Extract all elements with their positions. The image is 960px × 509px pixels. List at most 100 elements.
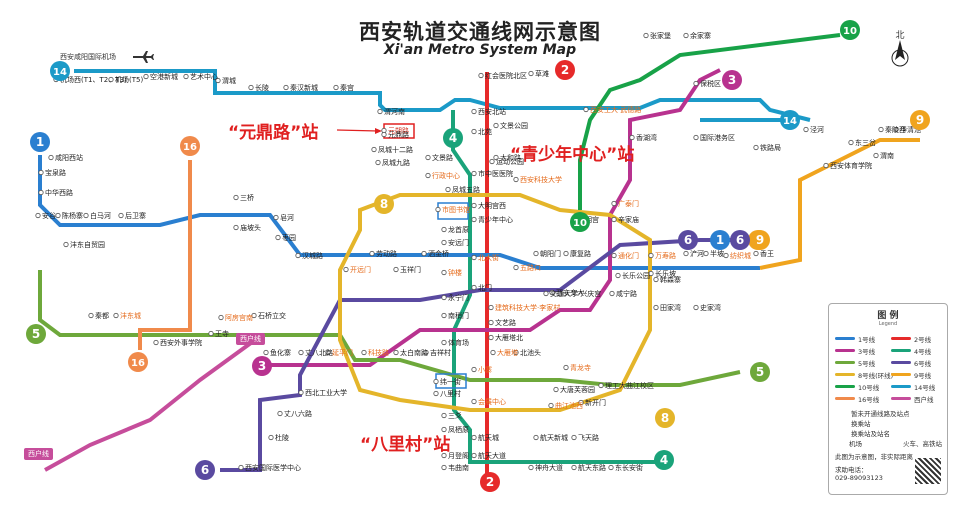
- xihu-badge-terminal: 西户线: [24, 448, 53, 460]
- station-dot-s51: [490, 349, 496, 356]
- station-dot-s132: [488, 319, 494, 326]
- station-dot-s27: [441, 312, 447, 319]
- station-dot-s2: [108, 76, 114, 83]
- station-label-s4: 艺术中心: [190, 72, 218, 81]
- svg-text:10: 10: [573, 218, 587, 229]
- station-label-s69: 劳动路: [376, 249, 397, 258]
- station-dot-s35: [441, 464, 447, 471]
- station-dot-s100: [441, 452, 447, 459]
- station-label-s110: 庙坡头: [240, 223, 261, 232]
- station-label-s29: 小寨: [478, 365, 492, 374]
- legend-swatch: [891, 361, 911, 364]
- north-arrow-icon: [891, 40, 909, 67]
- svg-text:9: 9: [756, 233, 764, 247]
- station-dot-s8: [333, 84, 339, 91]
- legend-title: 图 例: [877, 311, 899, 321]
- station-label-s19: 凤城五路: [452, 185, 480, 194]
- station-label-s10: 西安北站: [478, 107, 506, 116]
- station-dot-s125: [615, 272, 621, 279]
- station-dot-s89: [381, 131, 387, 138]
- station-label-s28: 体育场: [448, 338, 469, 347]
- station-dot-s24: [471, 254, 477, 261]
- legend-line-label: 9号线: [914, 372, 932, 380]
- station-dot-s3: [143, 73, 149, 80]
- legend-line-label: 3号线: [858, 348, 876, 356]
- station-label-s8: 秦宫: [340, 83, 354, 92]
- station-label-s91: 大唐芙蓉园: [560, 385, 595, 394]
- station-dot-s129: [611, 200, 617, 207]
- station-label-s31: 会展中心: [478, 397, 506, 406]
- svg-text:16: 16: [131, 358, 145, 369]
- legend-swatch: [835, 349, 855, 352]
- station-label-s77: 长乐坡: [655, 269, 676, 278]
- station-label-s84: 石桥立交: [258, 311, 286, 320]
- legend-hotline: 029-89093123: [835, 474, 883, 482]
- station-dot-s26: [441, 294, 447, 301]
- station-label-s26: 永宁门: [448, 293, 469, 302]
- svg-text:14: 14: [783, 116, 797, 127]
- airport-label: 西安咸阳国际机场: [60, 53, 116, 61]
- station-label-s90: 韩森寨: [660, 275, 681, 284]
- station-label-s117: 西安交大: [556, 288, 584, 297]
- legend-subtitle: Legend: [878, 321, 898, 327]
- station-label-s100: 月登阁: [448, 451, 469, 460]
- station-dot-s57: [38, 189, 44, 196]
- line-badge-2: 2: [480, 472, 500, 492]
- station-label-s70: 玉祥门: [400, 265, 421, 274]
- svg-text:4: 4: [449, 131, 457, 145]
- station-label-s82: 沣东城: [120, 311, 141, 320]
- station-dot-s10: [471, 108, 477, 115]
- station-label-s64: 三桥: [240, 193, 254, 202]
- station-label-s97: 东长安街: [615, 463, 643, 472]
- station-label-s52: 北池头: [520, 348, 541, 357]
- station-label-s85: 王寺: [215, 330, 229, 338]
- station-dot-s90: [653, 276, 659, 283]
- legend-misc-label: 换乘站: [851, 420, 871, 428]
- map-title: 西安轨道交通线网示意图: [359, 20, 601, 44]
- line-badge-6: 6: [195, 460, 215, 480]
- station-label-s24: 北大街: [478, 253, 499, 262]
- station-label-s14: 凤城九路: [382, 158, 410, 167]
- station-dot-s7: [283, 84, 289, 91]
- line-badge-3: 3: [252, 356, 272, 376]
- station-label-s108: 国际港务区: [700, 133, 735, 142]
- station-label-s125: 长乐公园: [622, 271, 650, 280]
- station-label-s15: 文景路: [432, 153, 453, 162]
- station-label-s89: 元鼎路: [388, 130, 409, 139]
- station-dot-s121: [488, 334, 494, 341]
- station-label-s40: 张家堡: [650, 31, 671, 40]
- station-dot-s40: [643, 32, 649, 39]
- station-dots: [35, 32, 899, 471]
- station-label-s131: 北门: [478, 283, 492, 292]
- svg-text:8: 8: [661, 411, 669, 425]
- line-badge-5: 5: [26, 324, 46, 344]
- station-label-s27: 南稍门: [448, 311, 469, 320]
- line-badge-1: 1: [710, 230, 730, 250]
- station-dot-s97: [608, 464, 614, 471]
- svg-text:2: 2: [486, 475, 494, 489]
- station-dot-s41: [683, 32, 689, 39]
- station-dot-s108: [693, 134, 699, 141]
- station-label-s17: 运动公园: [496, 157, 524, 166]
- station-label-s51: 大雁塔: [497, 348, 518, 357]
- station-label-s133: 理工大曲江校区: [605, 381, 654, 390]
- station-dot-s109: [153, 339, 159, 346]
- svg-text:2: 2: [561, 63, 569, 77]
- station-label-s83: 阿房宫南: [225, 313, 253, 322]
- station-label-s66: 枣园: [282, 233, 296, 242]
- station-label-s103: 西安国际医学中心: [245, 463, 301, 472]
- line-8: [338, 193, 652, 412]
- station-dot-s74: [563, 250, 569, 257]
- station-dot-s22: [441, 226, 447, 233]
- station-label-s48: 科技路: [368, 348, 389, 357]
- station-dot-s107: [753, 250, 759, 257]
- station-label-s42: 保税区: [700, 79, 721, 88]
- legend-line-label: 5号线: [858, 360, 876, 368]
- line-badge-9: 9: [910, 110, 930, 130]
- station-dot-s23: [441, 239, 447, 246]
- station-dot-s28: [441, 339, 447, 346]
- line-badges: 122334455668899101014141616169: [26, 20, 930, 492]
- station-dot-s19: [445, 186, 451, 193]
- station-dot-s83: [218, 314, 224, 321]
- callout-balicun: “八里村”站: [360, 435, 451, 455]
